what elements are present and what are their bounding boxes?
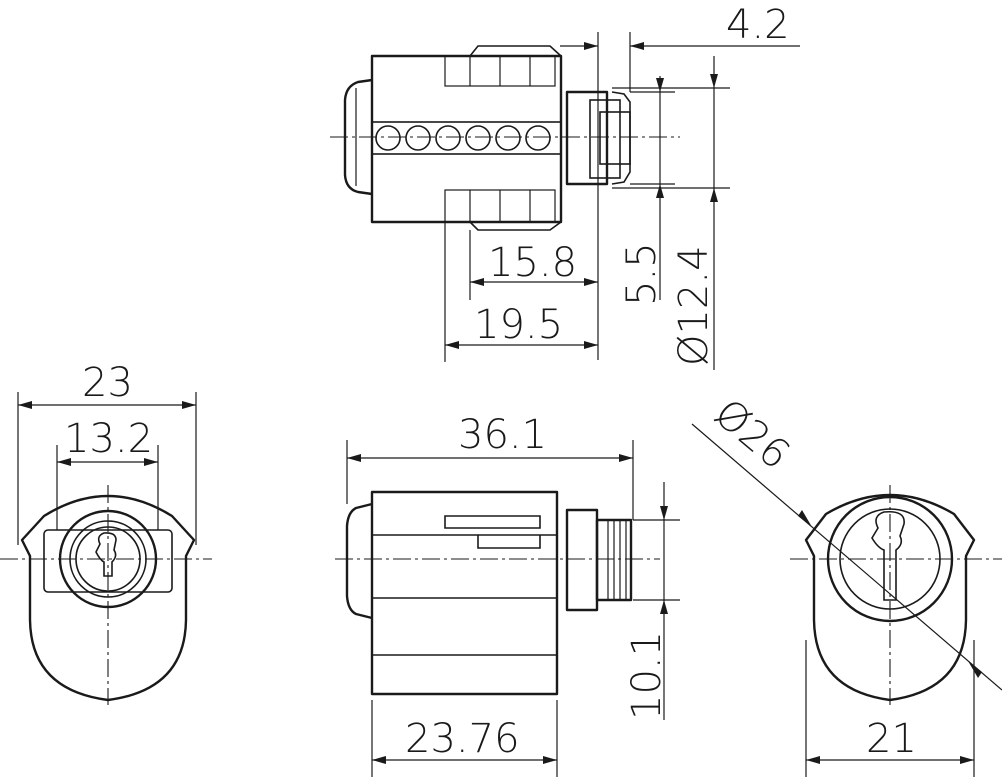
top-tail <box>565 90 609 186</box>
left-keyway <box>95 532 117 577</box>
right-keyway <box>871 510 905 601</box>
side-tail <box>565 508 599 612</box>
right-end-view: Ø26 21 <box>691 390 1002 777</box>
dim-side-36-1: 36.1 <box>458 412 547 458</box>
dim-side-10-1: 10.1 <box>624 631 670 720</box>
side-clip-bottom <box>477 535 541 549</box>
right-outer-profile <box>804 493 976 702</box>
top-clip-lower <box>469 221 562 231</box>
dim-right-21: 21 <box>866 716 917 762</box>
side-view: 36.1 23.76 10.1 <box>335 412 680 777</box>
right-diameter-line <box>691 423 1002 691</box>
dim-left-23: 23 <box>82 360 133 406</box>
dim-top-15-8: 15.8 <box>488 240 577 286</box>
side-body <box>370 490 559 696</box>
top-cam-inner <box>599 111 631 165</box>
side-clip-top <box>444 515 541 529</box>
right-plug-inner <box>839 508 941 610</box>
left-plug-outer <box>58 509 158 609</box>
pin-holes <box>375 125 551 151</box>
dim-left-13-2: 13.2 <box>64 416 153 462</box>
dim-side-23-76: 23.76 <box>405 716 520 762</box>
side-face-plate <box>345 502 373 620</box>
right-plug-outer <box>826 495 954 623</box>
dim-right-dia-26: Ø26 <box>706 390 799 478</box>
dim-top-4-2: 4.2 <box>726 2 790 48</box>
top-cam <box>589 99 621 179</box>
left-plug-inner <box>75 526 141 592</box>
dim-top-19-5: 19.5 <box>474 302 563 348</box>
top-cam-ring <box>611 91 631 185</box>
top-pin-strip <box>371 121 562 155</box>
top-view: 4.2 15.8 19.5 5.5 Ø12.4 <box>330 2 800 370</box>
dim-top-5-5: 5.5 <box>619 242 665 306</box>
left-end-view: 23 13.2 <box>0 360 212 705</box>
left-plug-ring <box>69 520 147 598</box>
left-groove <box>43 529 173 593</box>
left-outer-profile <box>20 494 196 702</box>
top-clip-upper <box>469 45 562 57</box>
top-face-plate <box>343 78 373 196</box>
dim-top-dia-12-4: Ø12.4 <box>671 245 717 366</box>
